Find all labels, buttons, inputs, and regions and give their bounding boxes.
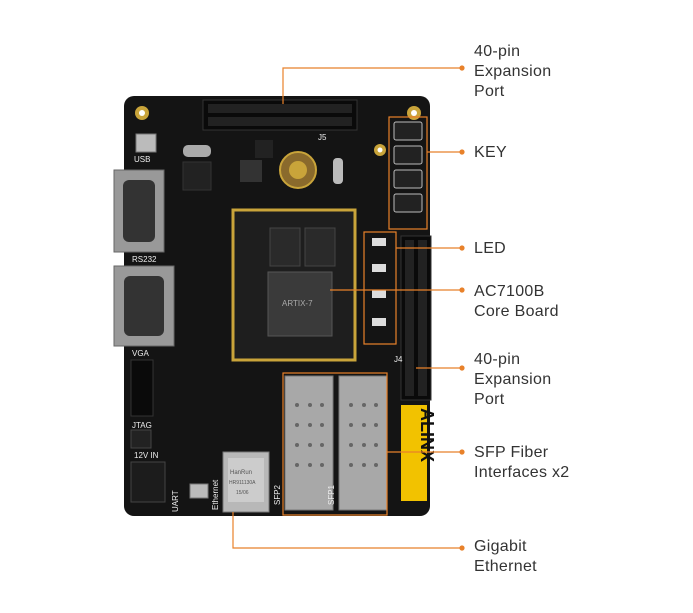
label-line: 40-pin [474,43,521,60]
label-right-expansion-port: 40-pin Expansion Port [474,350,551,410]
led-group [372,238,386,326]
j5-label: J5 [318,133,327,142]
inductor [240,160,262,182]
jack-code: 15/06 [236,490,249,496]
jtag-label: JTAG [132,421,152,430]
label-line: Interfaces x2 [474,464,570,481]
usb-connector [135,133,157,153]
label-line: SFP Fiber [474,444,549,461]
fpga-chip [267,271,333,337]
usb-label: USB [134,155,150,164]
uart-connector [189,483,209,499]
uart-label: UART [171,490,180,512]
sfp1-label: SFP1 [327,484,336,505]
key-buttons [393,121,423,213]
rs232-label: RS232 [132,255,157,264]
label-led: LED [474,239,506,259]
label-line: Expansion [474,371,552,388]
label-line: 40-pin [474,351,521,368]
label-key: KEY [474,143,507,163]
jtag-header [130,359,154,417]
label-line: Ethernet [474,558,537,575]
chip [182,161,212,191]
j4-label: J4 [394,355,403,364]
fpga-marking: ARTIX-7 [282,299,313,308]
jack-part: HR911130A [229,480,256,486]
ddr-chip [269,227,301,267]
label-line: LED [474,240,507,257]
crystal-can [333,158,343,184]
crystal [183,145,211,157]
alinx-logo-bg [401,405,427,501]
vga-label: VGA [132,349,150,358]
label-line: Gigabit [474,538,527,555]
sfp-highlight [282,372,388,516]
power-label: 12V IN [134,451,159,460]
ddr-chip [304,227,336,267]
ethernet-silk-label: Ethernet [211,479,220,510]
led-highlight [363,231,397,345]
label-top-expansion-port: 40-pin Expansion Port [474,42,551,102]
leader-dots [459,65,465,551]
alinx-logo: ALINX [417,408,437,462]
label-line: KEY [474,144,507,161]
sfp-cages [284,375,388,511]
label-sfp: SFP Fiber Interfaces x2 [474,443,570,483]
jack-brand: HanRun [230,470,252,476]
power-jack [130,461,166,503]
label-line: Expansion [474,63,552,80]
chip [255,140,273,158]
label-ethernet: Gigabit Ethernet [474,537,537,577]
label-line: Port [474,83,505,100]
label-core-board: AC7100B Core Board [474,282,559,322]
leader-lines [232,67,462,549]
sfp2-label: SFP2 [273,484,282,505]
label-line: Core Board [474,303,559,320]
key-highlight [388,116,428,230]
label-line: Port [474,391,505,408]
power-switch [130,429,152,449]
label-line: AC7100B [474,283,545,300]
